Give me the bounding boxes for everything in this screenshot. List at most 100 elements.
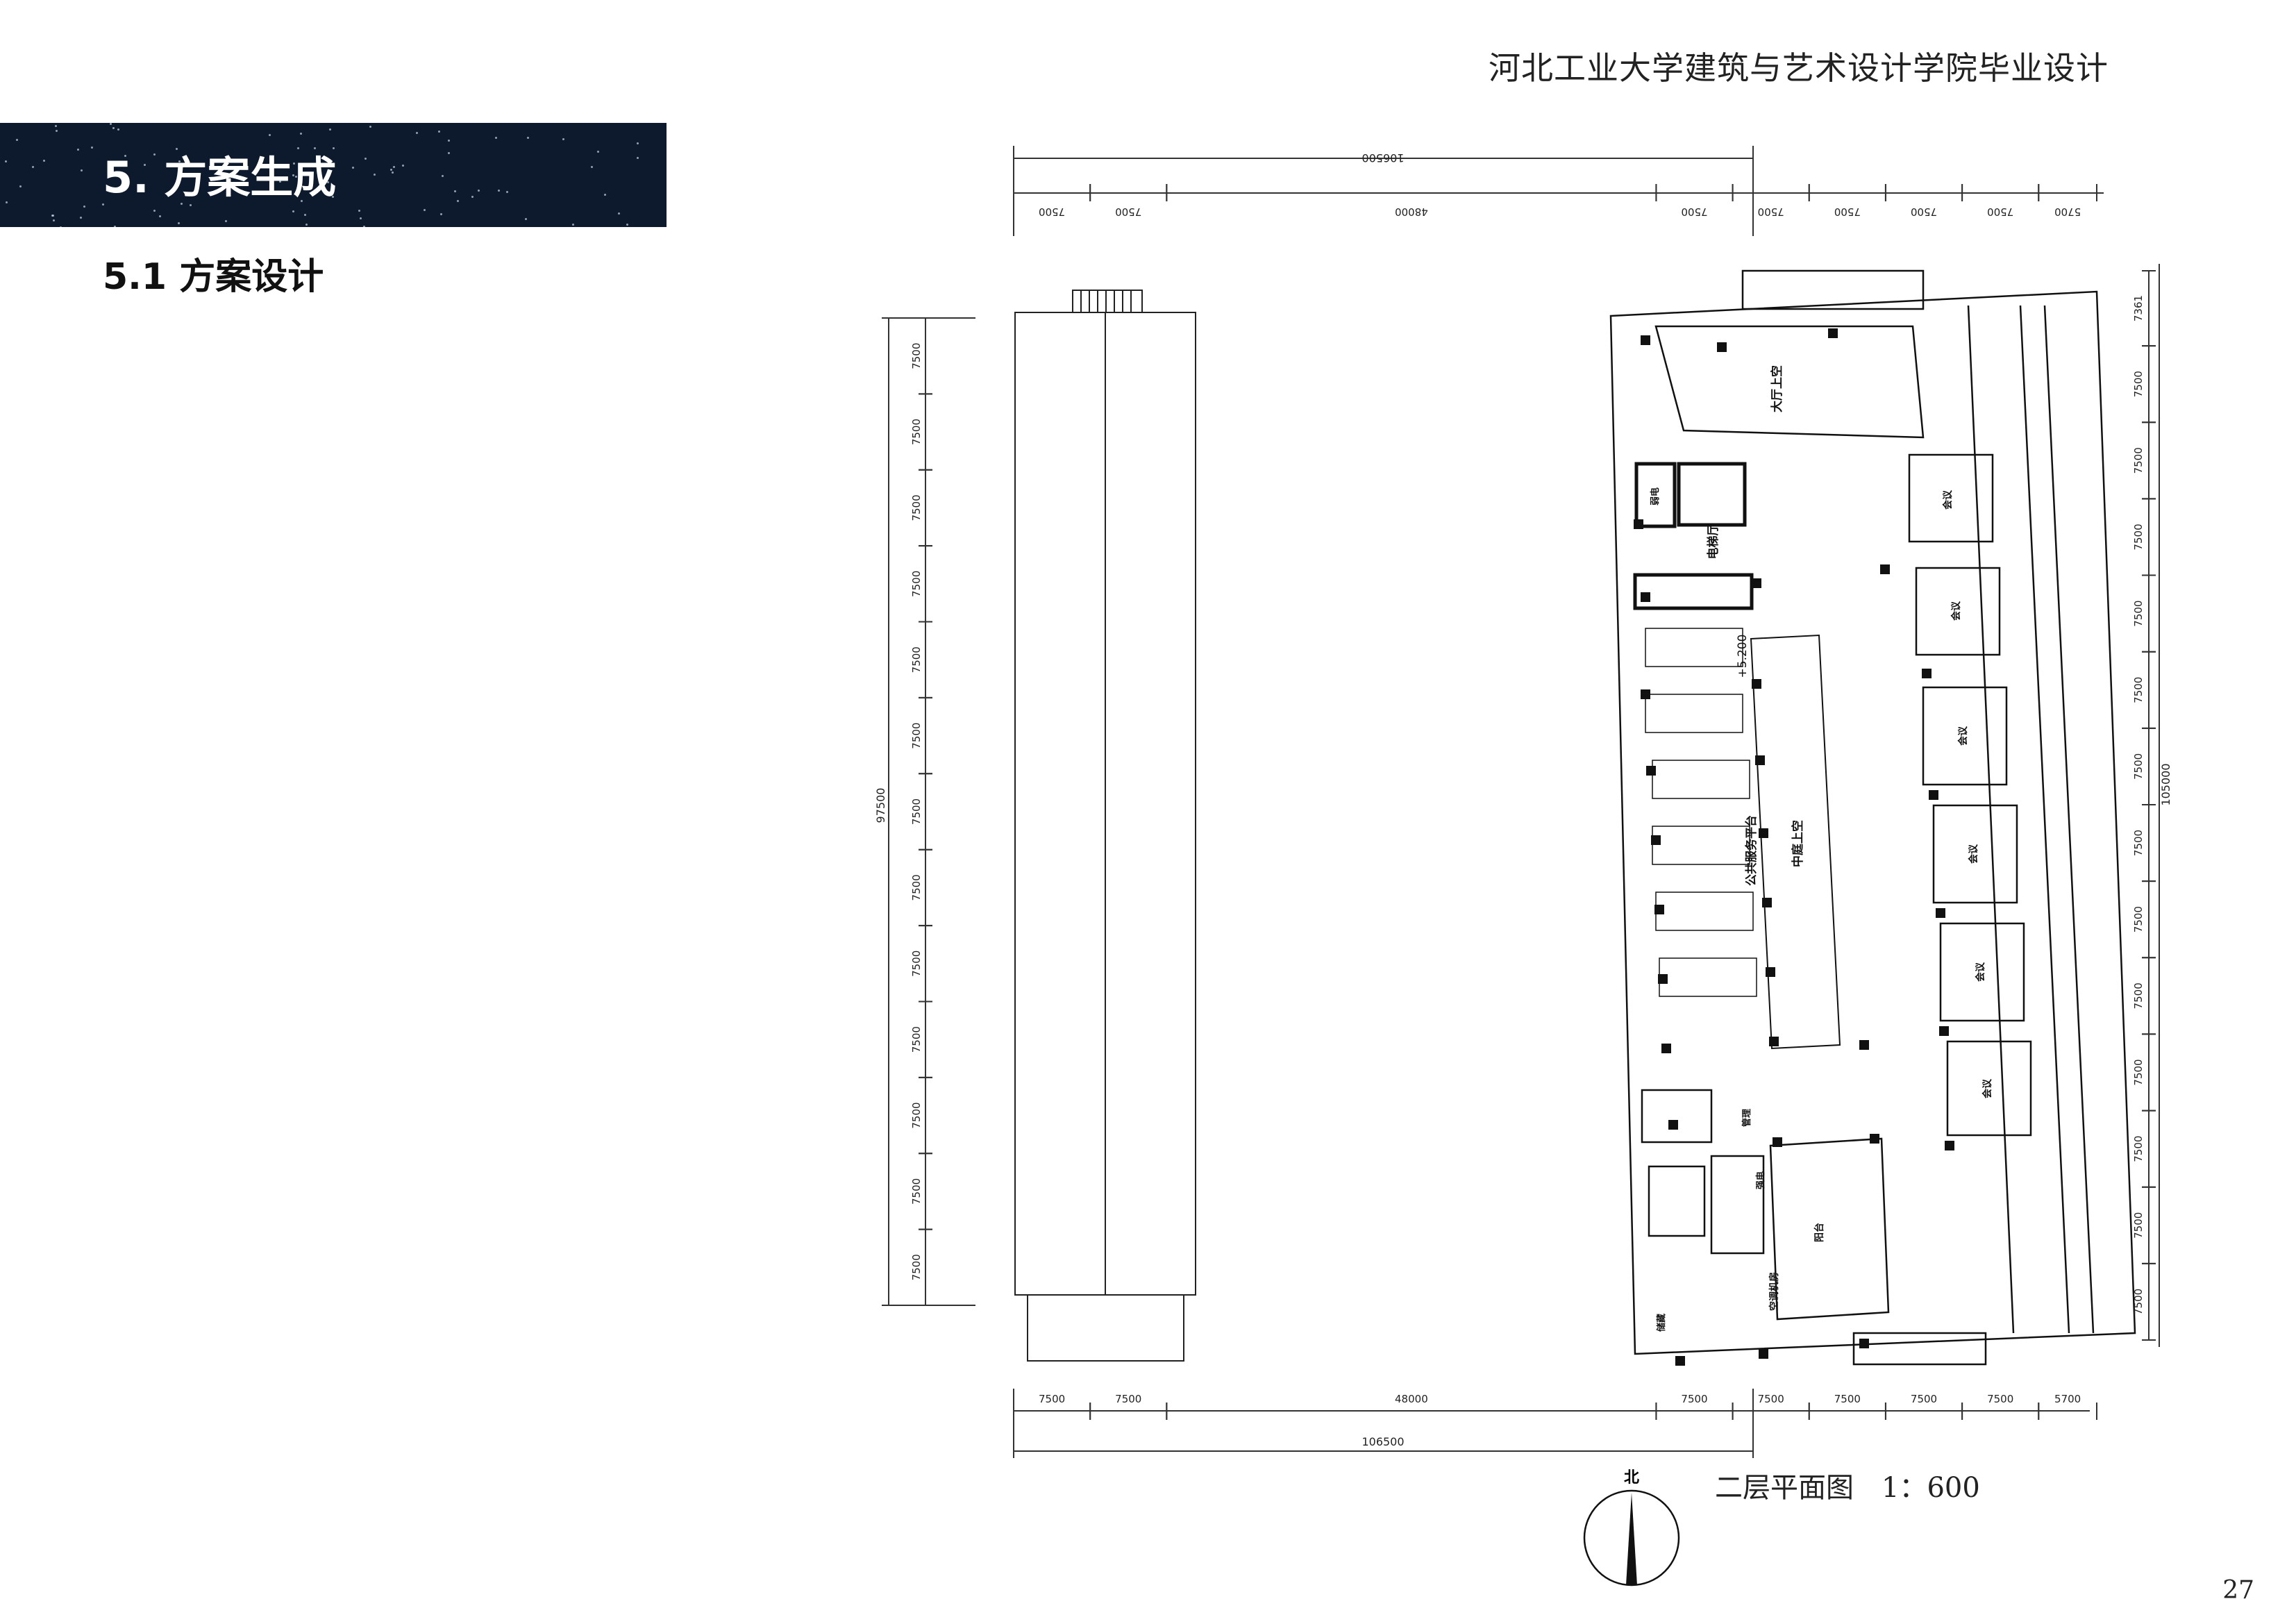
banner-star [498,190,501,192]
school-header: 河北工业大学建筑与艺术设计学院毕业设计 [1489,49,2109,87]
dim-right-span: 7500 [2132,524,2145,550]
banner-star [358,209,360,212]
drawing-caption: 二层平面图 1：600 [1715,1472,1980,1504]
room-balcony: 阳台 [1813,1223,1825,1242]
banner-star [143,164,146,167]
dim-right-span: 7500 [2132,601,2145,627]
dim-bottom-span: 7500 [1115,1393,1141,1405]
column [1651,835,1661,845]
banner-star [113,225,116,227]
dim-bottom-span: 7500 [1911,1393,1937,1405]
banner-star [392,165,395,168]
level-mark: +5.200 [1736,635,1750,678]
column [1939,1026,1949,1036]
banner-star [225,219,228,222]
banner-star [364,157,367,160]
dim-right-span: 7500 [2132,906,2145,932]
dim-left-span: 7500 [910,1254,923,1280]
banner-star [590,166,593,169]
structural-columns [1634,328,1954,1366]
banner-star [180,202,183,205]
dimension-lines [882,146,2160,1458]
banner-star [390,169,393,171]
dim-left-span: 7500 [910,646,923,673]
dim-right-span: 7500 [2132,447,2145,474]
banner-star [16,139,19,142]
banner-star [159,215,162,217]
section-title: 5. 方案生成 [103,152,337,203]
banner-star [524,218,527,221]
banner-star [301,199,303,202]
dim-right-span: 7500 [2132,1136,2145,1162]
room-meeting-6: 会议 [1981,1078,1993,1098]
banner-star [279,180,282,183]
banner-star [153,209,156,212]
banner-star [300,168,303,171]
banner-star [363,226,366,227]
floor-plan-drawing: 106500 106500 97500 105000 7500750075007… [874,146,2172,1587]
column [1773,1137,1782,1147]
column [1936,908,1945,918]
dim-bottom-span: 7500 [1681,1393,1707,1405]
banner-star [51,215,54,217]
dim-left-span: 7500 [910,494,923,521]
banner-star [90,146,93,149]
banner-star [55,130,58,133]
banner-star [19,185,22,188]
dim-overall-right: 105000 [2159,763,2172,805]
banner-star [572,224,575,226]
banner-star [292,162,295,165]
page-number: 27 [2222,1576,2254,1605]
room-atrium-void: 中庭上空 [1791,820,1805,867]
banner-star [178,160,181,162]
banner-star [296,147,299,149]
column [1870,1134,1879,1144]
dim-top-span: 7500 [1681,206,1707,218]
dim-right-span: 7500 [2132,1289,2145,1315]
banner-star [59,226,62,227]
column [1922,669,1932,678]
dim-top-span: 5700 [2054,206,2081,218]
banner-star [313,147,316,150]
room-strong-current: 强电 [1755,1171,1766,1189]
banner-star [401,165,404,167]
banner-star [478,189,480,192]
dim-bottom-span: 48000 [1395,1393,1428,1405]
column [1634,519,1643,529]
column [1717,342,1727,352]
dim-left-span: 7500 [910,571,923,597]
banner-star [80,169,83,171]
banner-star [190,204,192,207]
column [1762,898,1772,907]
column [1641,335,1650,345]
column [1661,1044,1671,1053]
banner-star [76,148,79,151]
dim-right-span: 7500 [2132,677,2145,703]
dim-left-span: 7500 [910,951,923,977]
column [1675,1356,1685,1366]
dim-top-span: 48000 [1395,206,1428,218]
dim-left-span: 7500 [910,798,923,825]
room-meeting-1: 会议 [1942,489,1954,510]
banner-star [352,167,354,169]
banner-star [471,195,474,198]
column [1658,974,1668,984]
banner-star [42,160,45,162]
dim-right-span: 7500 [2132,982,2145,1009]
column [1945,1141,1954,1150]
banner-star [495,136,498,139]
banner-star [124,154,126,157]
section-subtitle: 5.1 方案设计 [103,256,324,298]
banner-star [636,156,639,159]
dim-bottom-span: 7500 [1834,1393,1861,1405]
podium-floor-plan [1609,269,2136,1366]
banner-star [331,196,334,199]
banner-star [617,212,620,215]
dim-right-span: 7500 [2132,1059,2145,1085]
column [1828,328,1838,338]
dim-bottom-span: 7500 [1758,1393,1784,1405]
room-meeting-2: 会议 [1950,601,1962,621]
banner-star [597,150,600,153]
column [1859,1040,1869,1050]
room-elevator-hall: 电梯厅 [1706,524,1720,560]
